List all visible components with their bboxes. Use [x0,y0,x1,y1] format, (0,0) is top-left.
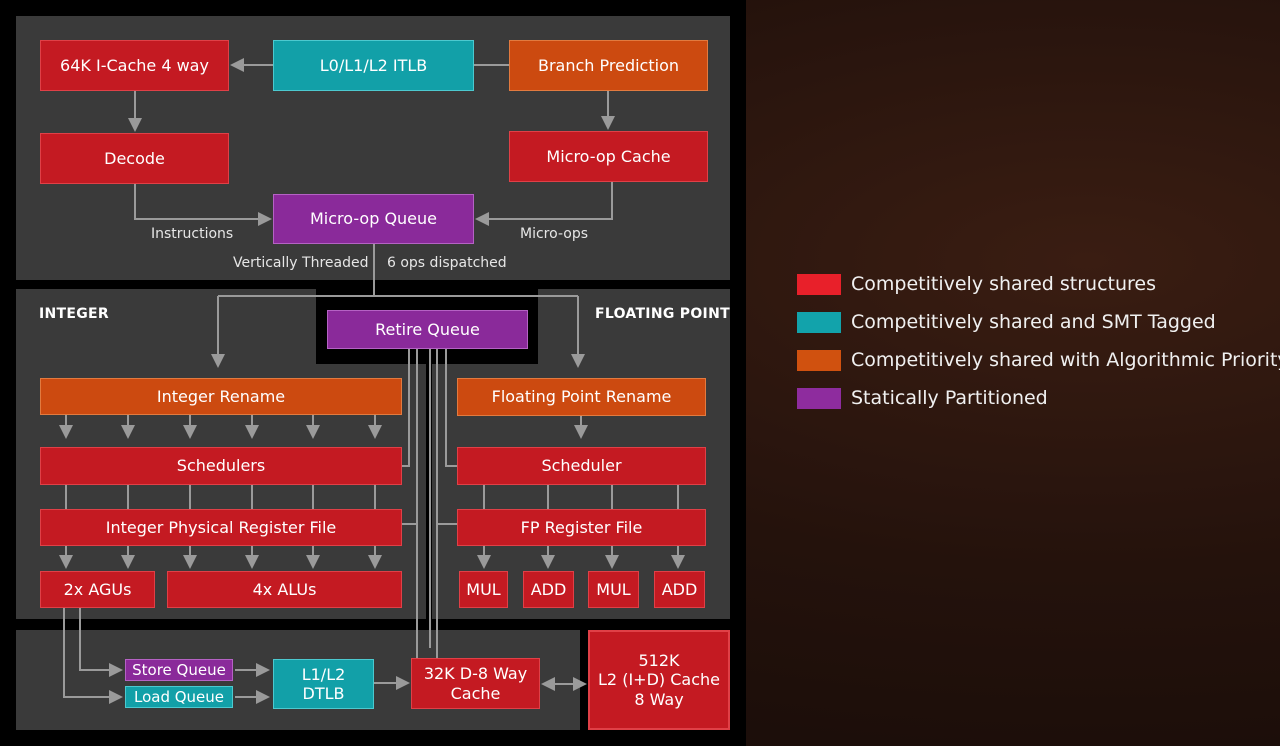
legend-item: Statically Partitioned [797,386,1048,410]
agus-block: 2x AGUs [40,571,155,608]
fp-add-unit: ADD [523,571,574,608]
fp-scheduler-block: Scheduler [457,447,706,485]
l2-line1: 512K [638,651,680,671]
load-queue-block: Load Queue [125,686,233,708]
fp-section-title: FLOATING POINT [595,306,730,322]
instructions-label: Instructions [151,226,234,242]
core-block-diagram: 64K I-Cache 4 way L0/L1/L2 ITLB Branch P… [0,0,746,746]
legend-swatch-orange [797,349,841,371]
integer-register-file-block: Integer Physical Register File [40,509,402,546]
fp-add-unit: ADD [654,571,705,608]
itlb-block: L0/L1/L2 ITLB [273,40,474,91]
legend-item: Competitively shared structures [797,272,1156,296]
micro-op-cache-block: Micro-op Cache [509,131,708,182]
connector-lines [59,58,685,704]
integer-schedulers-block: Schedulers [40,447,402,485]
ops-dispatched-label: 6 ops dispatched [387,255,507,271]
integer-rename-block: Integer Rename [40,378,402,415]
legend-label: Competitively shared with Algorithmic Pr… [851,349,1280,371]
micro-op-queue-block: Micro-op Queue [273,194,474,244]
fp-register-file-block: FP Register File [457,509,706,546]
icache-block: 64K I-Cache 4 way [40,40,229,91]
legend-item: Competitively shared with Algorithmic Pr… [797,348,1280,372]
decode-block: Decode [40,133,229,184]
dtlb-line1: L1/L2 [301,664,346,684]
dcache-line2: Cache [450,683,501,703]
dcache-line1: 32K D-8 Way [423,664,528,684]
l2-line2: L2 (I+D) Cache [598,670,720,690]
legend-swatch-purple [797,387,841,409]
vertically-threaded-label: Vertically Threaded [233,255,369,271]
alus-block: 4x ALUs [167,571,402,608]
retire-queue-block: Retire Queue [327,310,528,349]
l1-dcache-block: 32K D-8 Way Cache [411,658,540,709]
fp-mul-unit: MUL [588,571,639,608]
integer-section-title: INTEGER [39,306,109,322]
legend-label: Competitively shared and SMT Tagged [851,311,1216,333]
legend-swatch-red [797,273,841,295]
dtlb-line2: DTLB [302,684,345,703]
micro-ops-label: Micro-ops [520,226,588,242]
dtlb-block: L1/L2 DTLB [273,659,374,709]
legend-item: Competitively shared and SMT Tagged [797,310,1216,334]
fp-mul-unit: MUL [459,571,508,608]
store-queue-block: Store Queue [125,659,233,681]
fp-rename-block: Floating Point Rename [457,378,706,416]
l2-cache-block: 512K L2 (I+D) Cache 8 Way [588,630,730,730]
legend-swatch-teal [797,311,841,333]
legend-label: Statically Partitioned [851,387,1048,409]
legend-label: Competitively shared structures [851,273,1156,295]
branch-prediction-block: Branch Prediction [509,40,708,91]
l2-line3: 8 Way [634,689,684,709]
